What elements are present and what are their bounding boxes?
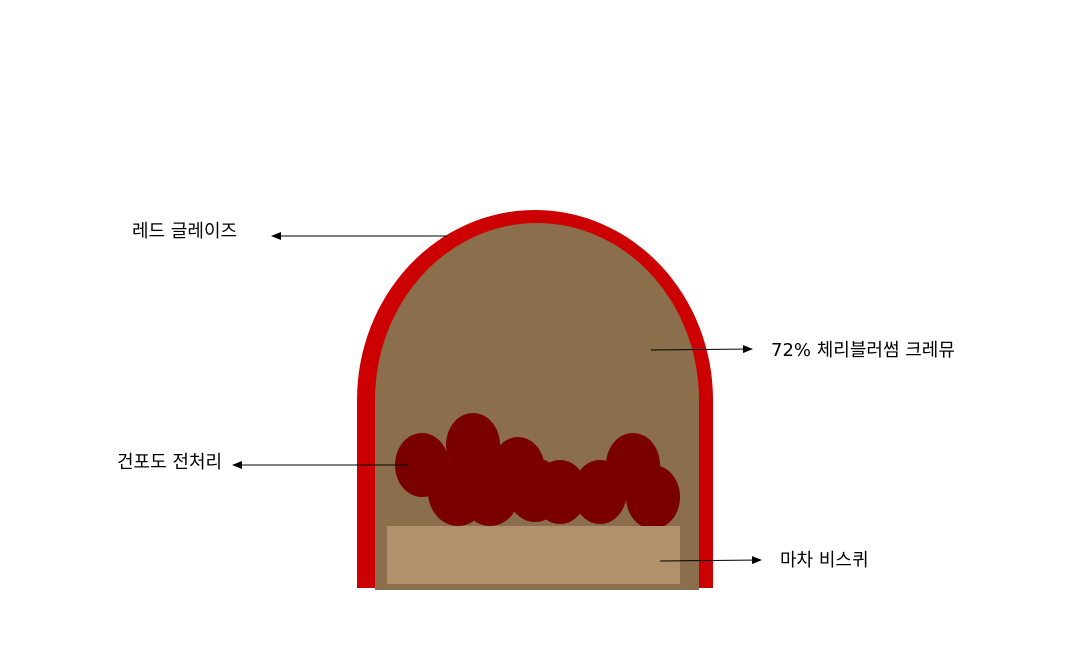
grape-piece: [395, 433, 449, 497]
grape-piece: [446, 413, 500, 477]
cremeux-arrow: [650, 345, 753, 354]
grape-piece: [533, 460, 587, 524]
biscuit-label: 마차 비스퀴: [780, 550, 869, 571]
grape-cluster: [395, 413, 680, 529]
biscuit-arrow: [659, 556, 762, 565]
grapes-label: 건포도 전처리: [117, 452, 222, 473]
biscuit-layer: [387, 526, 680, 584]
grape-piece: [626, 465, 680, 529]
cremeux-label: 72% 체리블러썸 크레뮤: [771, 340, 955, 361]
glaze-label: 레드 글레이즈: [132, 221, 237, 242]
grape-piece: [491, 437, 545, 503]
